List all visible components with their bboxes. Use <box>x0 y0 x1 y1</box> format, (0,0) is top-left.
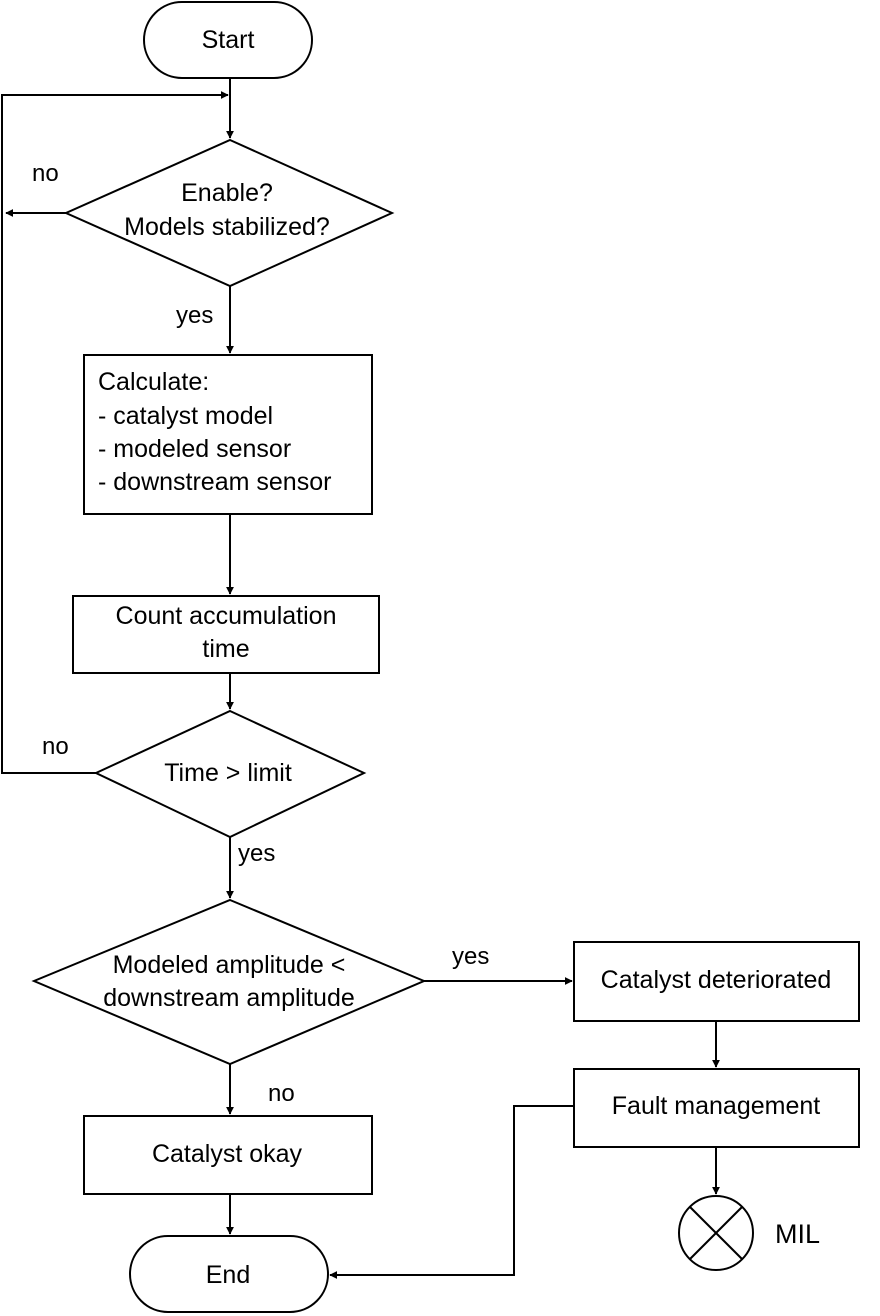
amplitude-decision-line-1: Modeled amplitude < <box>113 951 346 979</box>
amplitude-decision-line-2: downstream amplitude <box>103 984 355 1012</box>
mil-label: MIL <box>775 1219 820 1249</box>
catalyst-okay-box: Catalyst okay <box>83 1115 373 1195</box>
time-limit-decision: Time > limit <box>93 709 367 839</box>
time-yes-label: yes <box>238 840 275 867</box>
time-limit-label: Time > limit <box>164 759 292 787</box>
enable-decision-line-2: Models stabilized? <box>124 213 330 241</box>
calculate-title: Calculate: <box>98 368 209 396</box>
enable-decision: Enable? Models stabilized? <box>63 138 395 288</box>
start-label: Start <box>202 26 255 54</box>
end-node: End <box>129 1235 329 1313</box>
time-no-label: no <box>42 733 69 760</box>
amplitude-yes-label: yes <box>452 943 489 970</box>
calculate-box: Calculate: - catalyst model - modeled se… <box>83 354 373 515</box>
catalyst-deteriorated-box: Catalyst deteriorated <box>573 941 860 1022</box>
count-line-2: time <box>202 635 249 663</box>
enable-yes-label: yes <box>176 302 213 329</box>
amplitude-no-label: no <box>268 1080 295 1107</box>
mil-lamp-icon <box>678 1195 754 1271</box>
calculate-item-catalyst-model: - catalyst model <box>98 402 273 430</box>
fault-to-end-connector <box>329 1105 574 1279</box>
amplitude-decision: Modeled amplitude < downstream amplitude <box>31 898 427 1066</box>
enable-no-label: no <box>32 160 59 187</box>
calculate-item-downstream-sensor: - downstream sensor <box>98 468 331 496</box>
fault-management-label: Fault management <box>612 1092 821 1120</box>
catalyst-okay-label: Catalyst okay <box>152 1140 303 1168</box>
count-line-1: Count accumulation <box>116 602 337 630</box>
enable-decision-line-1: Enable? <box>181 179 273 207</box>
count-accumulation-box: Count accumulation time <box>72 595 380 674</box>
start-node: Start <box>143 1 313 79</box>
catalyst-deteriorated-label: Catalyst deteriorated <box>601 966 832 994</box>
fault-management-box: Fault management <box>573 1068 860 1148</box>
end-label: End <box>206 1261 250 1289</box>
loop-return-connector <box>1 91 229 774</box>
calculate-item-modeled-sensor: - modeled sensor <box>98 435 291 463</box>
